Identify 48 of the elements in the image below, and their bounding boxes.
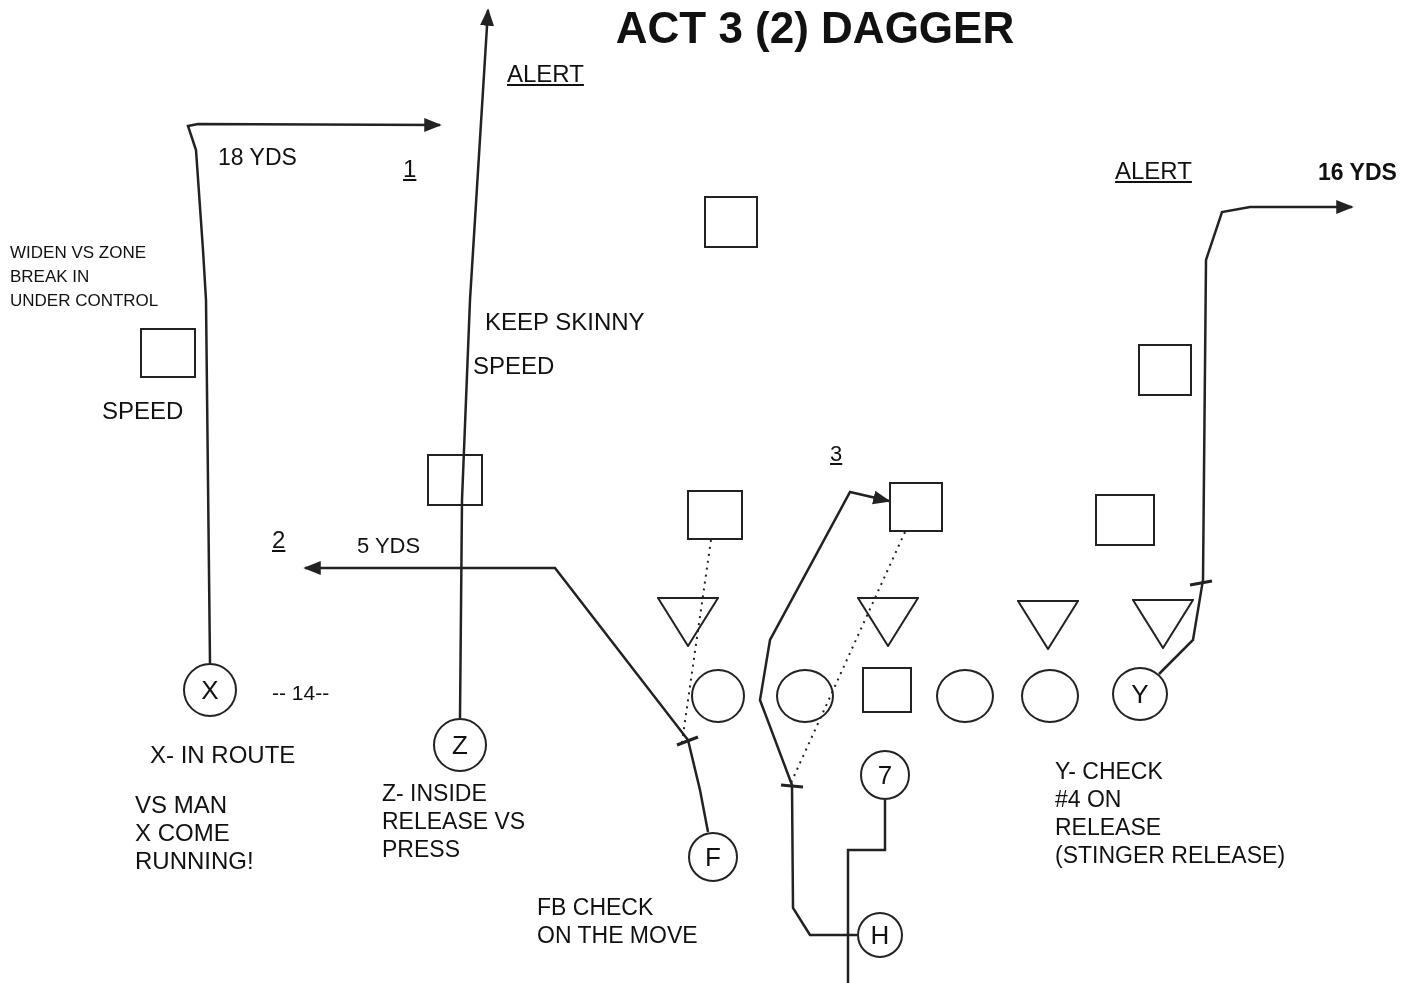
coaching-note: WIDEN VS ZONE BREAK IN UNDER CONTROL: [10, 242, 159, 312]
defender-square: [889, 482, 943, 532]
route-arrow: [1158, 200, 1354, 675]
defender-square: [1138, 344, 1192, 396]
defender-square: [862, 667, 912, 713]
route-arrow: [303, 561, 710, 833]
lineman-triangle: [1017, 600, 1079, 650]
dotted-assignment-line: [681, 539, 712, 743]
route-number: 3: [830, 440, 843, 468]
route-number: 1: [403, 155, 417, 183]
coaching-note: SPEED: [473, 352, 555, 380]
lineman-triangle: [1132, 599, 1194, 649]
defender-square: [427, 454, 483, 506]
player-circle: F: [688, 832, 738, 882]
alert-note: ALERT: [507, 60, 584, 88]
yardage-label: 16 YDS: [1318, 158, 1397, 186]
player-circle: H: [857, 912, 903, 958]
player-circle: Y: [1112, 667, 1168, 721]
yardage-label: 5 YDS: [357, 532, 421, 560]
defender-square: [140, 328, 196, 378]
assignment-note: Z- INSIDE RELEASE VS PRESS: [382, 779, 526, 863]
coaching-note: SPEED: [102, 397, 184, 425]
lineman-triangle: [657, 597, 719, 647]
player-circle: Z: [433, 718, 487, 772]
route-arrow: [186, 117, 442, 663]
defender-square: [687, 490, 743, 540]
title: ACT 3 (2) DAGGER: [614, 2, 1016, 54]
player-circle: [691, 669, 745, 723]
lineman-triangle: [857, 597, 919, 647]
assignment-note: X- IN ROUTE: [150, 741, 296, 769]
player-circle: 7: [860, 750, 910, 800]
player-circle: X: [183, 663, 237, 717]
route-arrow: [758, 490, 891, 937]
route-number: 2: [272, 526, 286, 554]
assignment-note: FB CHECK ON THE MOVE: [537, 893, 698, 949]
split-label: -- 14--: [272, 680, 330, 706]
alert-note: ALERT: [1115, 157, 1192, 185]
coaching-note: KEEP SKINNY: [485, 308, 645, 336]
defender-square: [1095, 494, 1155, 546]
yardage-label: 18 YDS: [218, 143, 297, 171]
player-circle: [1021, 669, 1079, 723]
assignment-note: VS MAN X COME RUNNING!: [135, 791, 254, 875]
route-arrow: [458, 8, 494, 718]
player-circle: [936, 669, 994, 723]
player-circle: [776, 669, 834, 723]
assignment-note: Y- CHECK #4 ON RELEASE (STINGER RELEASE): [1055, 757, 1286, 869]
route-line: [846, 800, 887, 983]
defender-square: [704, 196, 758, 248]
